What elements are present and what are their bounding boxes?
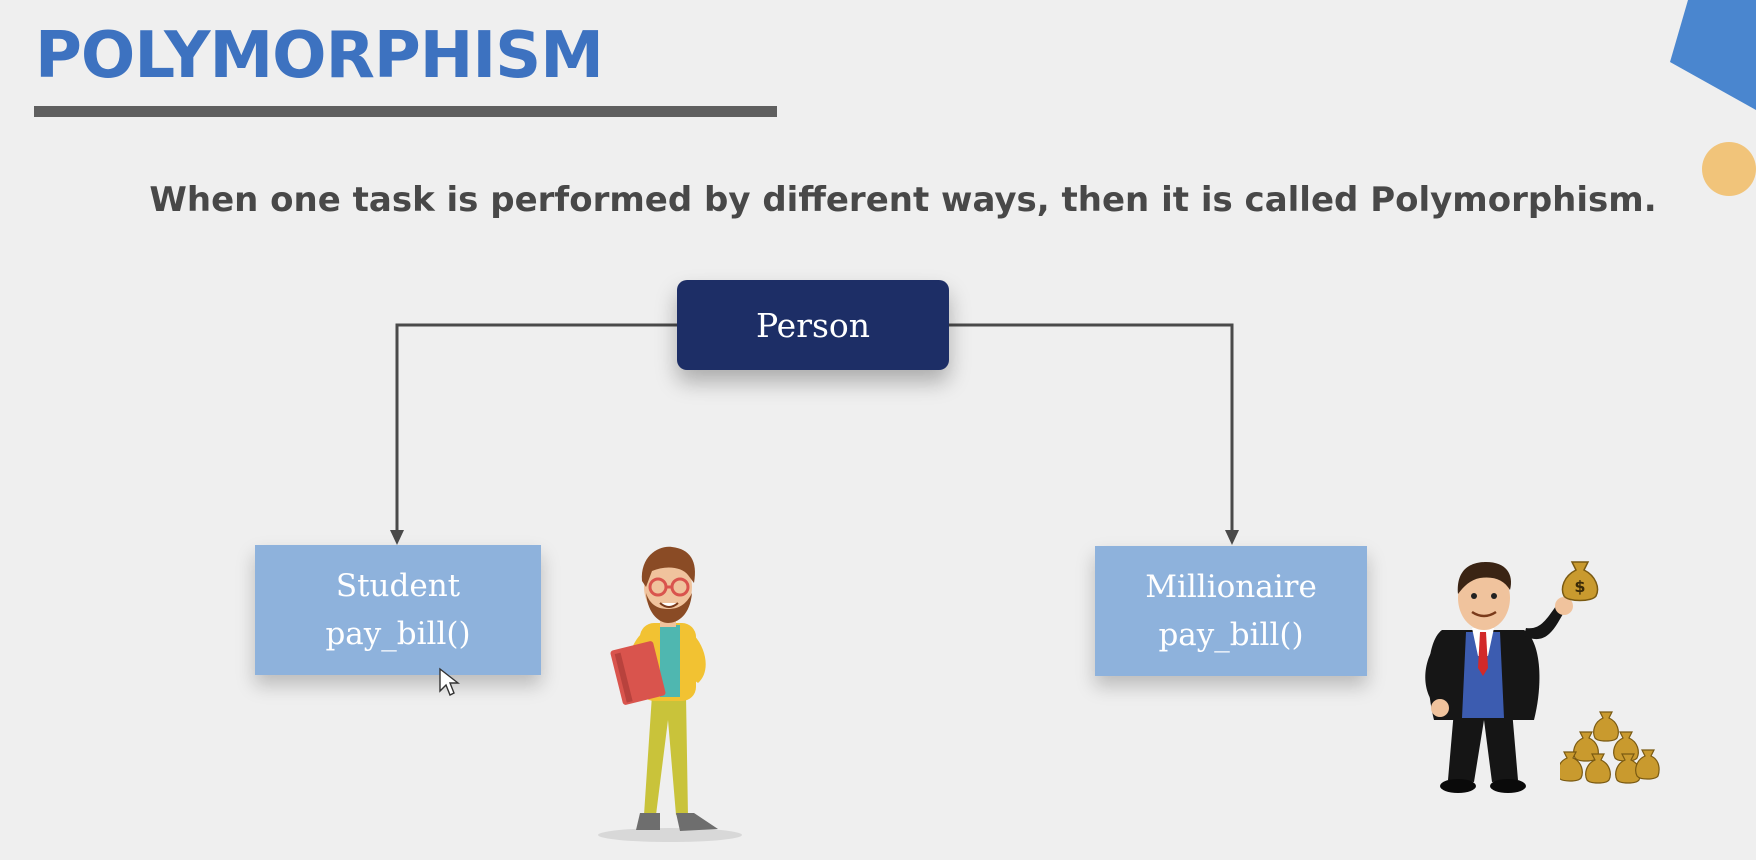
connector-person-to-millionaire <box>949 323 1234 541</box>
definition-text: When one task is performed by different … <box>149 180 1657 220</box>
arrowhead-millionaire <box>1225 530 1239 545</box>
slide-title: POLYMORPHISM <box>35 19 604 93</box>
node-student-method: pay_bill() <box>325 616 471 652</box>
corner-accent-shape <box>1670 0 1756 110</box>
node-person-label: Person <box>755 305 871 345</box>
corner-accent-dot <box>1702 142 1756 196</box>
node-person: Person <box>677 280 949 370</box>
student-character-icon <box>598 546 742 842</box>
svg-text:$: $ <box>1574 577 1585 596</box>
node-student: Student pay_bill() <box>255 545 541 675</box>
connector-person-to-student <box>395 323 677 541</box>
node-millionaire-method: pay_bill() <box>1158 617 1304 653</box>
mouse-cursor-icon <box>439 667 461 696</box>
money-bag-icon: $ <box>1561 561 1599 602</box>
arrowhead-student <box>390 530 404 545</box>
node-millionaire: Millionaire pay_bill() <box>1095 546 1367 676</box>
title-underline <box>34 106 777 117</box>
node-student-label: Student <box>335 568 461 604</box>
money-bag-pile-icon <box>1560 711 1660 784</box>
node-millionaire-label: Millionaire <box>1145 569 1317 605</box>
millionaire-character-icon <box>1425 562 1573 793</box>
